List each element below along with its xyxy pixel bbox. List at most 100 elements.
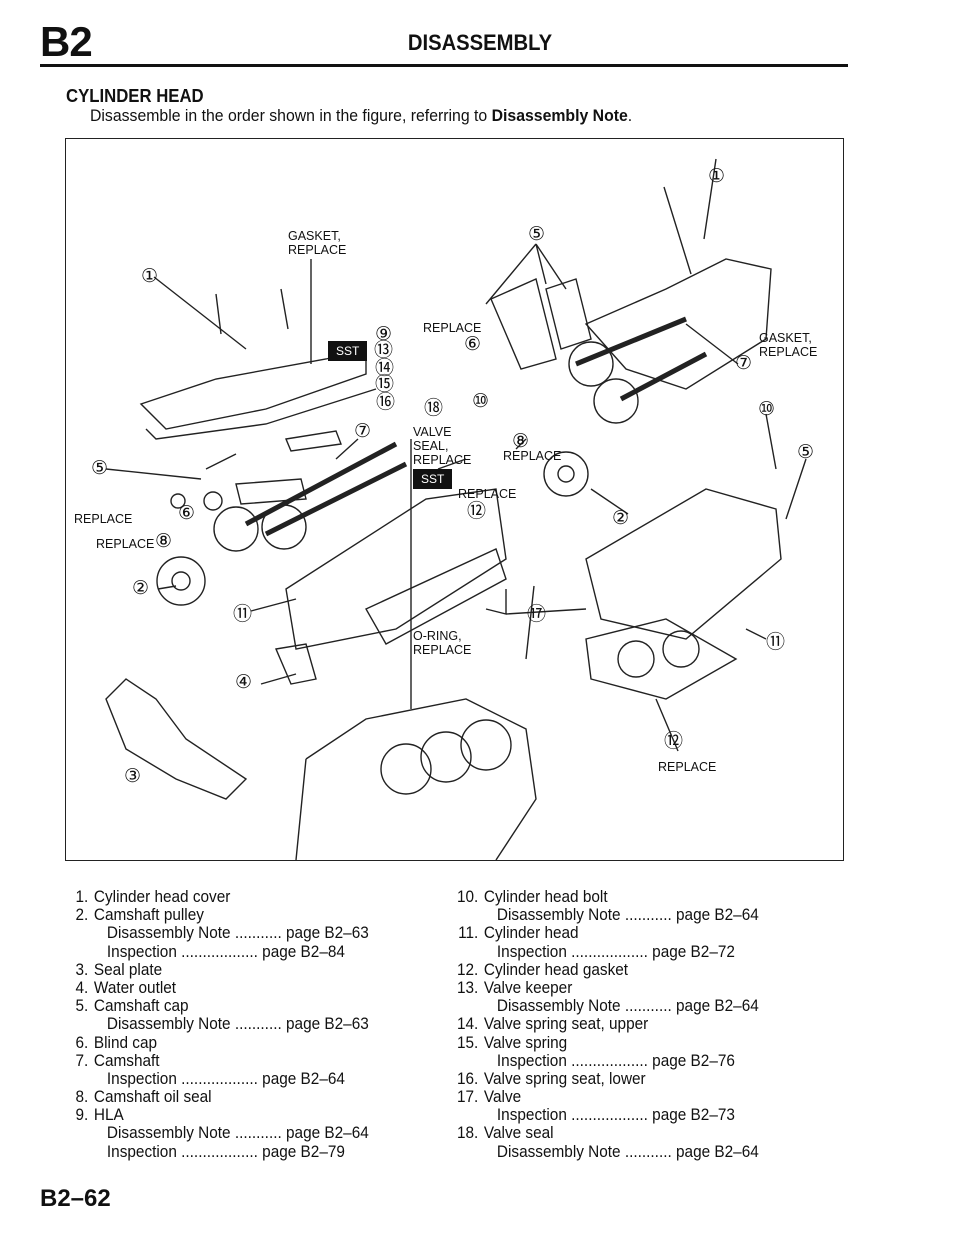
reference-label: Disassembly Note ...........: [106, 1124, 282, 1143]
callout-2-right: ②: [612, 508, 630, 529]
intro-link-text: Disassembly Note: [491, 106, 628, 125]
reference-label: Inspection ..................: [496, 942, 648, 961]
item-name: Valve keeper: [483, 978, 573, 997]
callout-7-right: ⑦: [735, 353, 753, 374]
label-replace-12: REPLACE: [458, 487, 517, 501]
item-number: 14.: [456, 1015, 479, 1034]
page-title: DISASSEMBLY: [407, 30, 553, 55]
parts-list-item: 6.Blind cap: [66, 1034, 369, 1052]
parts-list-item: 5.Camshaft cap: [66, 997, 369, 1015]
reference-label: Inspection ..................: [106, 942, 258, 961]
parts-list-reference: Inspection .................. page B2–79: [66, 1143, 369, 1161]
reference-page: page B2–84: [262, 942, 345, 961]
reference-label: Disassembly Note ...........: [496, 906, 672, 925]
parts-list-reference: Inspection .................. page B2–73: [456, 1106, 759, 1124]
intro-body: Disassemble in the order shown in the fi…: [90, 106, 492, 125]
callout-10-center: ⑩: [472, 391, 490, 412]
item-name: Valve spring: [483, 1033, 568, 1052]
reference-page: page B2–73: [652, 1106, 735, 1125]
item-number: 7.: [75, 1051, 89, 1070]
reference-page: page B2–64: [676, 906, 759, 925]
parts-list-reference: Inspection .................. page B2–76: [456, 1052, 759, 1070]
parts-list-item: 13.Valve keeper: [456, 979, 759, 997]
reference-label: Disassembly Note ...........: [106, 1015, 282, 1034]
item-number: 5.: [75, 997, 89, 1016]
reference-label: Inspection ..................: [106, 1069, 258, 1088]
reference-page: page B2–79: [262, 1142, 345, 1161]
reference-label: Inspection ..................: [496, 1051, 648, 1070]
parts-list-reference: Disassembly Note ........... page B2–64: [456, 1143, 759, 1161]
callout-2-left: ②: [132, 578, 150, 599]
item-name: Valve: [483, 1088, 522, 1107]
reference-label: Disassembly Note ...........: [496, 1142, 672, 1161]
item-name: Camshaft: [93, 1051, 160, 1070]
item-number: 18.: [456, 1124, 479, 1143]
callout-6-left: ⑥: [178, 503, 196, 524]
intro-end: .: [627, 106, 633, 125]
item-number: 3.: [75, 960, 89, 979]
callout-10-right: ⑩: [758, 399, 776, 420]
item-name: Cylinder head gasket: [483, 960, 629, 979]
parts-list-item: 1.Cylinder head cover: [66, 888, 369, 906]
label-gasket-replace-left: GASKET,REPLACE: [288, 229, 347, 257]
item-number: 4.: [75, 978, 89, 997]
parts-list-item: 2.Camshaft pulley: [66, 906, 369, 924]
reference-page: page B2–64: [262, 1069, 345, 1088]
parts-list-reference: Disassembly Note ........... page B2–63: [66, 1015, 369, 1033]
reference-page: page B2–63: [286, 1015, 369, 1034]
header-rule: [40, 64, 848, 67]
item-name: Valve spring seat, lower: [483, 1069, 646, 1088]
sst-badge-center: SST: [413, 469, 453, 489]
left-pulley: [156, 556, 206, 606]
left-camshafts: [244, 441, 408, 537]
item-name: Camshaft pulley: [93, 906, 204, 925]
callout-5-top: ⑤: [528, 224, 546, 245]
callout-17: ⑰: [527, 604, 547, 625]
callout-14: ⑭: [375, 358, 395, 379]
item-number: 13.: [456, 978, 479, 997]
parts-list-item: 8.Camshaft oil seal: [66, 1088, 369, 1106]
left-caps-shape: [235, 430, 342, 505]
item-name: Valve spring seat, upper: [483, 1015, 649, 1034]
parts-list-item: 9.HLA: [66, 1106, 369, 1124]
engine-block-shape: [295, 698, 537, 860]
item-number: 12.: [456, 960, 479, 979]
item-number: 16.: [456, 1069, 479, 1088]
callout-6-center: ⑥: [464, 334, 482, 355]
reference-label: Disassembly Note ...........: [496, 997, 672, 1016]
item-number: 6.: [75, 1033, 89, 1052]
callout-9: ⑨: [375, 324, 393, 345]
callout-8-center: ⑧: [512, 431, 530, 452]
reference-label: Disassembly Note ...........: [106, 924, 282, 943]
parts-list-reference: Disassembly Note ........... page B2–64: [66, 1124, 369, 1142]
parts-list-item: 17.Valve: [456, 1088, 759, 1106]
intro-text: Disassemble in the order shown in the fi…: [90, 106, 632, 126]
callout-1-right: ①: [708, 166, 726, 187]
cover-bolts: [215, 288, 289, 335]
reference-page: page B2–64: [676, 1142, 759, 1161]
parts-list-item: 18.Valve seal: [456, 1124, 759, 1142]
callout-1-left: ①: [141, 266, 159, 287]
callout-11-left: ⑪: [233, 604, 253, 625]
callout-3: ③: [124, 766, 142, 787]
item-number: 11.: [458, 924, 479, 943]
reference-page: page B2–64: [676, 997, 759, 1016]
parts-list-reference: Disassembly Note ........... page B2–64: [456, 906, 759, 924]
item-name: Seal plate: [93, 960, 163, 979]
parts-list-item: 4.Water outlet: [66, 979, 369, 997]
callout-12-bottom: ⑫: [664, 731, 684, 752]
parts-list-item: 3.Seal plate: [66, 961, 369, 979]
parts-list-item: 14.Valve spring seat, upper: [456, 1015, 759, 1033]
callout-5-left: ⑤: [91, 458, 109, 479]
left-head-shape: [285, 488, 507, 650]
reference-page: page B2–76: [652, 1051, 735, 1070]
item-name: HLA: [93, 1106, 124, 1125]
label-replace-8: REPLACE: [503, 449, 562, 463]
reference-page: page B2–63: [286, 924, 369, 943]
callout-16: ⑯: [376, 392, 396, 413]
sst-badge-top: SST: [328, 341, 368, 361]
section-code: B2: [40, 18, 93, 65]
callout-12-top: ⑫: [467, 501, 487, 522]
item-name: Camshaft oil seal: [93, 1088, 212, 1107]
